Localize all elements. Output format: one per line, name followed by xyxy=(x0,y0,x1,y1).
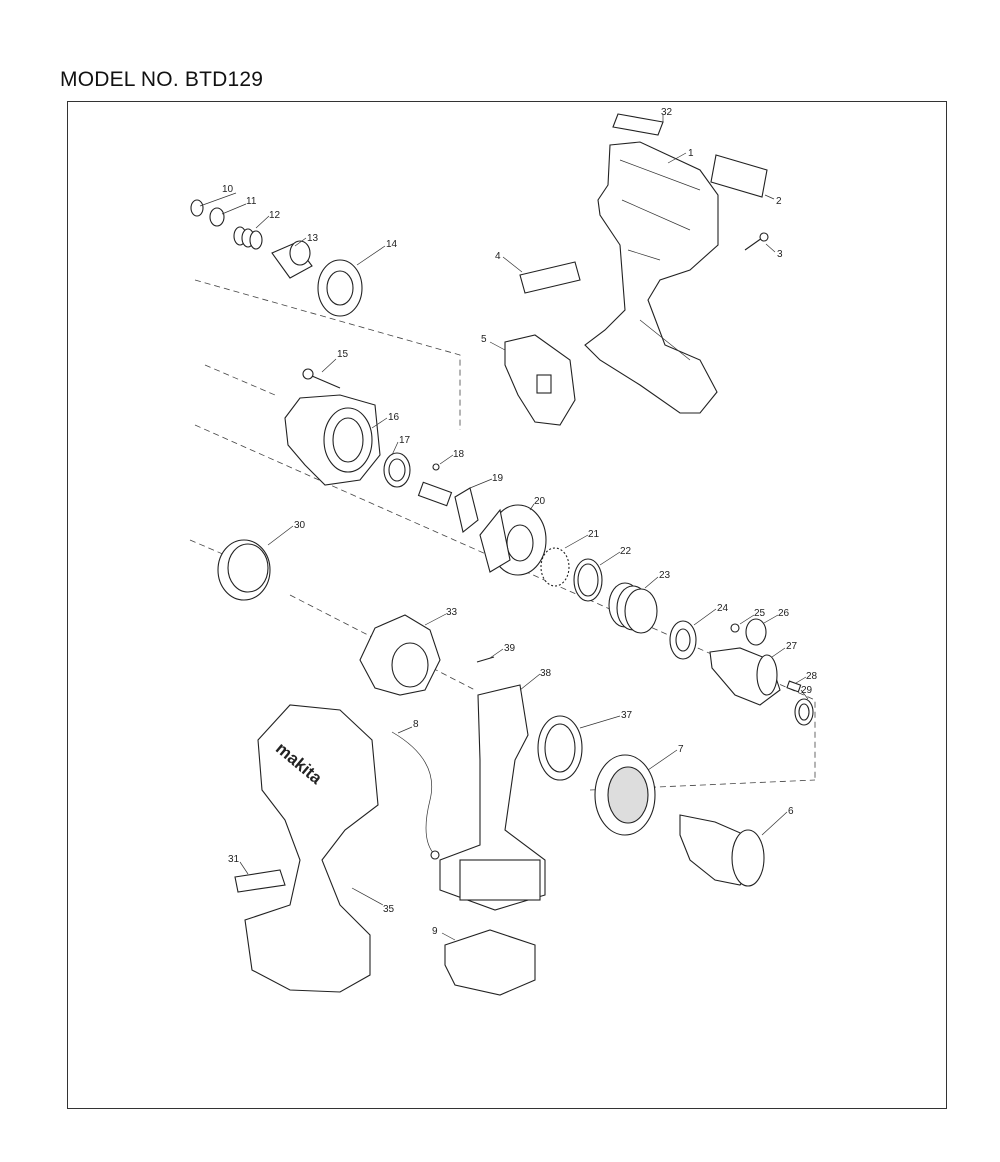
model-title: MODEL NO. BTD129 xyxy=(60,68,264,91)
part-37-cover xyxy=(537,715,583,781)
part-20-hammer xyxy=(479,504,547,576)
callout-22: 22 xyxy=(620,546,632,557)
assembly-axes xyxy=(189,279,816,791)
callout-24: 24 xyxy=(717,603,729,614)
callout-20: 20 xyxy=(534,496,546,507)
callout-6: 6 xyxy=(788,806,794,817)
callout-31: 31 xyxy=(228,854,240,865)
part-29-washer xyxy=(794,698,814,726)
callout-3: 3 xyxy=(777,249,783,260)
part-16-hammer-case xyxy=(284,394,381,486)
part-21-ring xyxy=(540,547,570,587)
callout-26: 26 xyxy=(778,608,790,619)
part-12-spring xyxy=(233,226,263,250)
callout-10: 10 xyxy=(222,184,234,195)
diagram-frame xyxy=(67,101,947,1109)
callout-1: 1 xyxy=(688,148,694,159)
callout-37: 37 xyxy=(621,710,633,721)
part-5-switch xyxy=(504,334,576,426)
part-26-gear xyxy=(745,618,767,646)
callout-14: 14 xyxy=(386,239,398,250)
callout-25: 25 xyxy=(754,608,766,619)
part-38-controller xyxy=(439,684,546,911)
callout-30: 30 xyxy=(294,520,306,531)
part-22-washer xyxy=(573,558,603,602)
part-14-cap xyxy=(317,259,363,317)
callout-29: 29 xyxy=(801,685,813,696)
callout-39: 39 xyxy=(504,643,516,654)
part-10-ring xyxy=(190,199,204,217)
part-15-bolt xyxy=(302,368,341,389)
part-13-sleeve xyxy=(271,240,313,279)
part-1-housing xyxy=(584,141,719,414)
part-17-washer xyxy=(383,452,411,488)
part-35-body: makita xyxy=(244,704,379,993)
part-6-rotor xyxy=(679,814,765,887)
callout-27: 27 xyxy=(786,641,798,652)
callout-35: 35 xyxy=(383,904,395,915)
callout-16: 16 xyxy=(388,412,400,423)
callout-19: 19 xyxy=(492,473,504,484)
part-11-ring xyxy=(209,207,225,227)
part-32-label xyxy=(612,113,664,136)
callout-13: 13 xyxy=(307,233,319,244)
part-30-band xyxy=(217,539,271,601)
callout-4: 4 xyxy=(495,251,501,262)
part-25-ball xyxy=(730,623,740,633)
part-9-terminal xyxy=(444,929,536,996)
callout-2: 2 xyxy=(776,196,782,207)
part-23-spring xyxy=(608,582,658,634)
part-33-front-cap xyxy=(359,614,441,696)
callout-11: 11 xyxy=(246,196,257,207)
part-3-screw xyxy=(744,232,769,251)
callout-38: 38 xyxy=(540,668,552,679)
part-24-washer xyxy=(669,620,697,660)
callout-8: 8 xyxy=(413,719,419,730)
callout-17: 17 xyxy=(399,435,411,446)
callout-21: 21 xyxy=(588,529,600,540)
callout-7: 7 xyxy=(678,744,684,755)
part-27-spindle xyxy=(709,647,781,706)
callout-28: 28 xyxy=(806,671,818,682)
part-4-pad xyxy=(519,261,581,294)
callout-numbers: 1 2 3 4 5 6 7 8 9 10 11 12 13 14 15 16 1… xyxy=(222,107,818,937)
callout-33: 33 xyxy=(446,607,458,618)
part-28-pin xyxy=(786,680,802,693)
part-7-stator xyxy=(594,754,656,836)
part-18-ball xyxy=(432,463,440,471)
part-2-label xyxy=(710,154,768,198)
callout-18: 18 xyxy=(453,449,465,460)
callout-23: 23 xyxy=(659,570,671,581)
callout-9: 9 xyxy=(432,926,438,937)
part-8-wire xyxy=(391,731,440,860)
part-31-label xyxy=(234,869,286,893)
callout-15: 15 xyxy=(337,349,349,360)
part-39-screw xyxy=(476,656,495,663)
callout-12: 12 xyxy=(269,210,281,221)
callout-32: 32 xyxy=(661,107,673,118)
callout-leaders xyxy=(199,115,809,941)
callout-5: 5 xyxy=(481,334,487,345)
part-19-anvil xyxy=(417,481,479,533)
